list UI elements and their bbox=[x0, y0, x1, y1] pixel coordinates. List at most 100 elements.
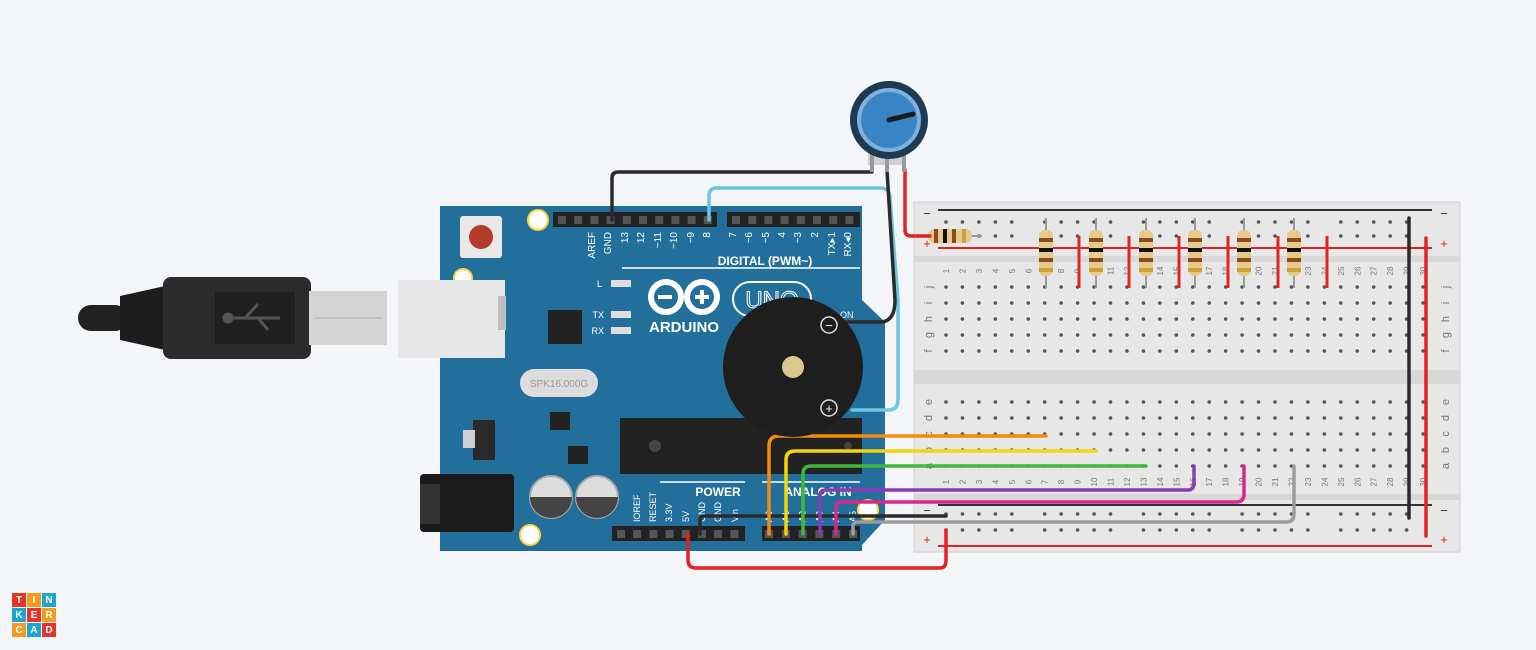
bb-hole[interactable] bbox=[1371, 432, 1376, 436]
bb-hole[interactable] bbox=[1059, 285, 1063, 289]
pin-hole[interactable] bbox=[617, 530, 625, 538]
bb-hole[interactable] bbox=[944, 400, 948, 404]
pin-hole[interactable] bbox=[714, 530, 723, 538]
bb-hole[interactable] bbox=[1092, 285, 1096, 289]
bb-hole[interactable] bbox=[960, 333, 965, 337]
bb-hole[interactable] bbox=[1141, 301, 1146, 305]
bb-rail-hole[interactable] bbox=[1075, 528, 1080, 532]
bb-hole[interactable] bbox=[1092, 416, 1096, 420]
bb-hole[interactable] bbox=[977, 333, 981, 337]
bb-hole[interactable] bbox=[1322, 317, 1327, 321]
bb-hole[interactable] bbox=[1421, 464, 1425, 468]
bb-hole[interactable] bbox=[1322, 464, 1327, 468]
bb-rail-hole[interactable] bbox=[1240, 220, 1244, 224]
bb-hole[interactable] bbox=[1158, 464, 1162, 468]
bb-rail-hole[interactable] bbox=[1174, 528, 1179, 532]
pin-hole[interactable] bbox=[639, 216, 647, 224]
bb-hole[interactable] bbox=[1190, 400, 1195, 404]
bb-hole[interactable] bbox=[1339, 301, 1343, 305]
red-led-lead[interactable] bbox=[1077, 236, 1081, 288]
bb-hole[interactable] bbox=[1421, 448, 1425, 452]
bb-rail-hole[interactable] bbox=[1388, 220, 1392, 224]
bb-hole[interactable] bbox=[1388, 349, 1392, 353]
bb-hole[interactable] bbox=[1092, 317, 1096, 321]
bb-hole[interactable] bbox=[1388, 464, 1392, 468]
bb-hole[interactable] bbox=[1207, 416, 1211, 420]
pin-hole[interactable] bbox=[829, 216, 838, 224]
bb-hole[interactable] bbox=[1371, 448, 1376, 452]
bb-hole[interactable] bbox=[977, 317, 981, 321]
bb-hole[interactable] bbox=[993, 333, 998, 337]
bb-hole[interactable] bbox=[1339, 464, 1343, 468]
bb-rail-hole[interactable] bbox=[1339, 528, 1343, 532]
bb-hole[interactable] bbox=[1339, 416, 1343, 420]
bb-rail-hole[interactable] bbox=[1306, 528, 1310, 532]
bb-hole[interactable] bbox=[1322, 333, 1327, 337]
bb-hole[interactable] bbox=[1108, 333, 1113, 337]
bb-hole[interactable] bbox=[1421, 400, 1425, 404]
bb-hole[interactable] bbox=[1388, 416, 1392, 420]
bb-hole[interactable] bbox=[1306, 464, 1310, 468]
bb-hole[interactable] bbox=[1355, 333, 1360, 337]
bb-hole[interactable] bbox=[1421, 333, 1425, 337]
bb-hole[interactable] bbox=[1355, 416, 1360, 420]
bb-hole[interactable] bbox=[1190, 448, 1195, 452]
bb-hole[interactable] bbox=[1256, 464, 1261, 468]
bb-hole[interactable] bbox=[1207, 448, 1211, 452]
resistor[interactable] bbox=[1287, 218, 1301, 288]
bb-hole[interactable] bbox=[1240, 317, 1244, 321]
bb-rail-hole[interactable] bbox=[1256, 234, 1261, 238]
bb-hole[interactable] bbox=[1289, 285, 1294, 289]
bb-hole[interactable] bbox=[1141, 448, 1146, 452]
bb-rail-hole[interactable] bbox=[1158, 234, 1162, 238]
bb-rail-hole[interactable] bbox=[1388, 512, 1392, 516]
bb-rail-hole[interactable] bbox=[1059, 528, 1063, 532]
pin-hole[interactable] bbox=[665, 530, 674, 538]
bb-hole[interactable] bbox=[1108, 317, 1113, 321]
bb-hole[interactable] bbox=[1207, 464, 1211, 468]
bb-rail-hole[interactable] bbox=[1174, 234, 1179, 238]
bb-rail-hole[interactable] bbox=[1190, 512, 1195, 516]
bb-rail-hole[interactable] bbox=[1355, 512, 1360, 516]
bb-hole[interactable] bbox=[1355, 400, 1360, 404]
bb-rail-hole[interactable] bbox=[1092, 528, 1096, 532]
bb-hole[interactable] bbox=[1207, 349, 1211, 353]
bb-hole[interactable] bbox=[1371, 349, 1376, 353]
bb-rail-hole[interactable] bbox=[1240, 528, 1244, 532]
bb-hole[interactable] bbox=[1042, 317, 1047, 321]
bb-rail-hole[interactable] bbox=[1289, 528, 1294, 532]
red-led-lead[interactable] bbox=[1226, 236, 1230, 288]
bb-rail-hole[interactable] bbox=[1141, 220, 1146, 224]
bb-rail-hole[interactable] bbox=[1371, 234, 1376, 238]
pin-hole[interactable] bbox=[681, 530, 690, 538]
wire-a0[interactable] bbox=[767, 434, 1048, 536]
bb-hole[interactable] bbox=[1108, 400, 1113, 404]
bb-rail-hole[interactable] bbox=[977, 528, 981, 532]
bb-hole[interactable] bbox=[1306, 400, 1310, 404]
bb-rail-hole[interactable] bbox=[1371, 512, 1376, 516]
bb-hole[interactable] bbox=[1075, 301, 1080, 305]
bb-hole[interactable] bbox=[1207, 301, 1211, 305]
bb-rail-hole[interactable] bbox=[993, 528, 998, 532]
bb-rail-hole[interactable] bbox=[1355, 234, 1360, 238]
bb-hole[interactable] bbox=[993, 301, 998, 305]
bb-hole[interactable] bbox=[1010, 400, 1014, 404]
bb-hole[interactable] bbox=[1190, 317, 1195, 321]
wire-5v-to-rail[interactable] bbox=[686, 528, 948, 570]
bb-hole[interactable] bbox=[1322, 416, 1327, 420]
pin-hole[interactable] bbox=[671, 216, 680, 224]
bb-hole[interactable] bbox=[1108, 432, 1113, 436]
bb-hole[interactable] bbox=[1042, 400, 1047, 404]
bb-hole[interactable] bbox=[1174, 349, 1179, 353]
bb-hole[interactable] bbox=[1388, 400, 1392, 404]
wire-a3[interactable] bbox=[818, 464, 1196, 536]
bb-hole[interactable] bbox=[1158, 432, 1162, 436]
bb-rail-hole[interactable] bbox=[960, 528, 965, 532]
pin-hole[interactable] bbox=[730, 530, 739, 538]
pin-hole[interactable] bbox=[796, 216, 805, 224]
bb-hole[interactable] bbox=[1240, 333, 1244, 337]
bb-hole[interactable] bbox=[1207, 285, 1211, 289]
bb-rail-hole[interactable] bbox=[1174, 512, 1179, 516]
bb-rail-hole[interactable] bbox=[1092, 220, 1096, 224]
resistor[interactable] bbox=[922, 229, 982, 243]
